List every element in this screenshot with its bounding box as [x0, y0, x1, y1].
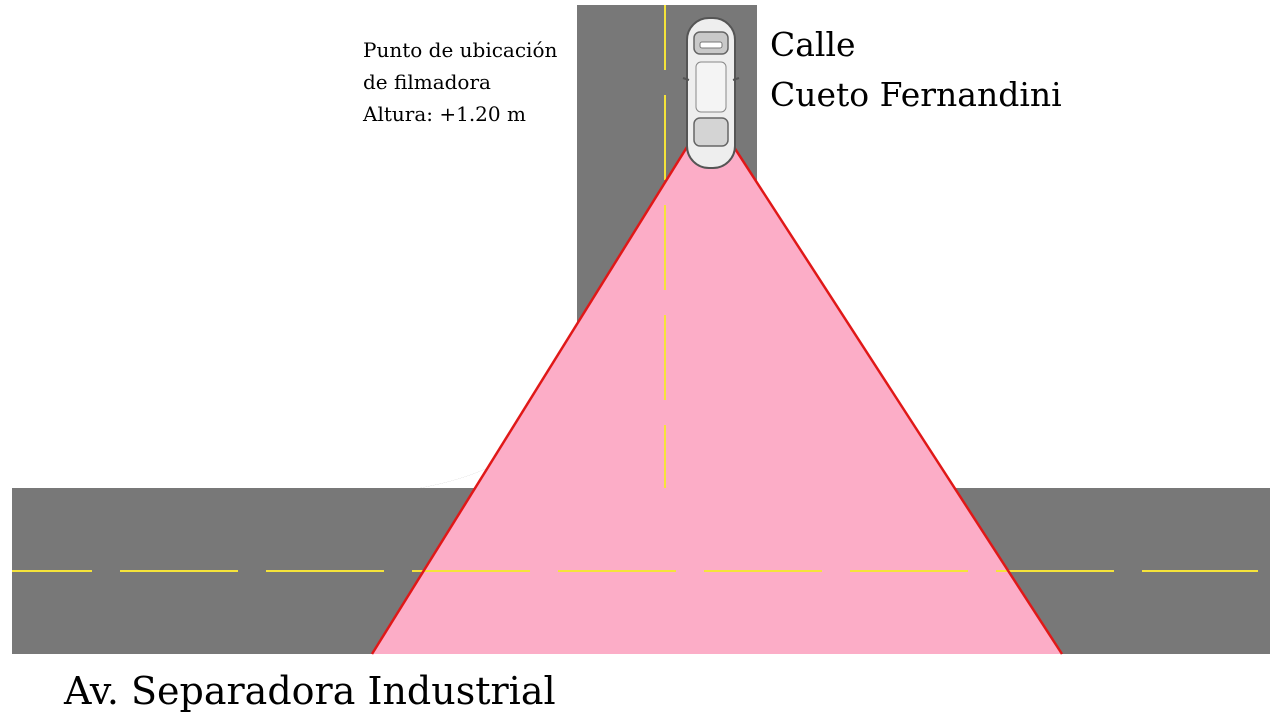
camera-location-label: Punto de ubicación de filmadora Altura: … — [363, 34, 557, 130]
camera-label-line-2: de filmadora — [363, 70, 491, 94]
street-name-line-2: Cueto Fernandini — [770, 75, 1062, 114]
street-name-line-1: Calle — [770, 25, 856, 64]
camera-label-line-1: Punto de ubicación — [363, 38, 558, 62]
avenue-name-label: Av. Separadora Industrial — [64, 669, 556, 713]
camera-label-line-3: Altura: +1.20 m — [363, 102, 526, 126]
car-icon — [682, 17, 740, 169]
field-of-view — [372, 110, 1062, 654]
street-name-label: Calle Cueto Fernandini — [770, 20, 1062, 120]
field-of-view-edges — [370, 109, 1064, 655]
